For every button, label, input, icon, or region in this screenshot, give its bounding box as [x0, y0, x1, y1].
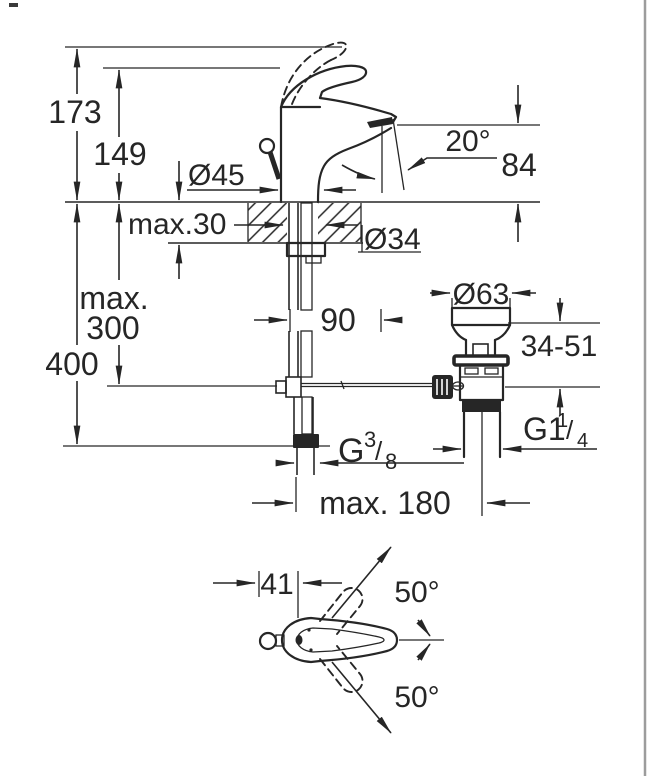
- top-view: 41 50° 50°: [213, 546, 444, 734]
- side-view: 173 149 max.30 Ø45 Ø34 20° 84 max. 300 4…: [45, 41, 600, 521]
- handle-top-outline: [280, 616, 399, 664]
- dim-rod-max-line1: max.: [79, 280, 148, 316]
- linkage-fitting: [275, 380, 287, 394]
- dim-hole-diameter: Ø34: [364, 223, 421, 256]
- supply-thread-numerator: 3: [364, 427, 376, 452]
- drain-top-body: [450, 306, 512, 327]
- swivel-down-line: [331, 661, 392, 734]
- mounting-nut: [285, 241, 327, 258]
- supply-hose-nut: [293, 434, 319, 448]
- supply-thread-prefix: G: [338, 432, 364, 470]
- dim-height-total: 173: [48, 94, 101, 130]
- dim-swivel-up: 50°: [394, 576, 439, 609]
- dim-hose-length: 400: [45, 346, 98, 382]
- scan-artifact-mark: [9, 3, 18, 7]
- dim-drain-clamp-range: 34-51: [521, 330, 598, 363]
- dimension-lines: [73, 48, 597, 507]
- dim-drain-flange-diameter: Ø63: [453, 278, 510, 311]
- dim-spout-angle: 20°: [445, 125, 490, 158]
- dim-drain-thread: G1 1 / 4: [523, 410, 588, 452]
- shank-and-hoses: [275, 202, 433, 475]
- supply-thread-denominator: 8: [385, 449, 397, 474]
- supply-thread-slash: /: [375, 436, 383, 466]
- drain-thread-denominator: 4: [577, 430, 588, 452]
- dim-height-lever: 149: [93, 136, 146, 172]
- popup-rod-knob: [258, 137, 276, 155]
- handle-swivel-up-dashed: [319, 587, 364, 635]
- dim-reach-max: max. 180: [319, 485, 451, 521]
- spout-aerator: [367, 117, 393, 128]
- dim-handle-offset: 41: [260, 568, 293, 601]
- drain-thread-slash: /: [566, 415, 574, 445]
- angle-leader: [407, 157, 497, 171]
- popup-rod: [267, 151, 282, 180]
- dim-spout-height: 84: [501, 147, 537, 183]
- popup-knob-top: [258, 631, 278, 651]
- dim-rod-max-line2: 300: [86, 310, 139, 346]
- extension-lines: [63, 46, 600, 512]
- drain-thread-prefix: G1: [523, 411, 566, 447]
- handle-swivel-down-dashed: [319, 645, 364, 693]
- swivel-up-line: [331, 546, 392, 619]
- dim-shank-length: 90: [320, 302, 356, 338]
- lever-raised-dashed: [280, 41, 348, 108]
- dim-supply-thread: G 3 / 8: [338, 427, 397, 474]
- dim-swivel-down: 50°: [394, 681, 439, 714]
- faucet-body: [258, 41, 398, 204]
- drain-flange: [452, 354, 510, 367]
- drain-body: [458, 363, 505, 402]
- angle-arc: [341, 164, 376, 180]
- drain-assembly: [432, 306, 512, 516]
- drain-thread-numerator: 1: [557, 410, 568, 432]
- drain-lock-nut: [462, 400, 501, 412]
- dim-base-diameter: Ø45: [188, 159, 245, 192]
- handle-logo-mark: [295, 635, 303, 645]
- dim-deck-thickness: max.30: [128, 208, 226, 241]
